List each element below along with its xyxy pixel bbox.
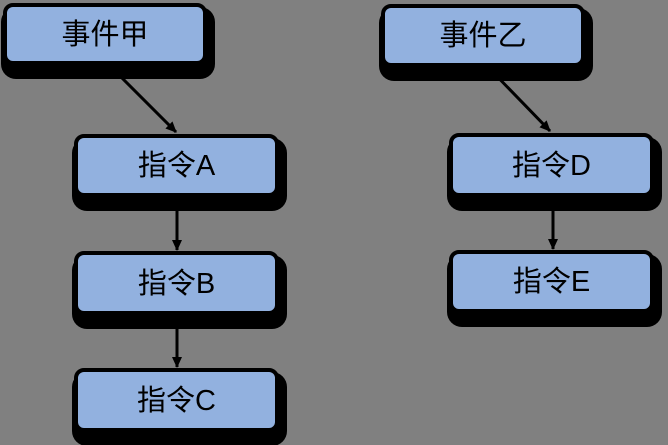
node-command-a-label: 指令A	[137, 150, 216, 182]
node-command-e: 指令E	[449, 250, 654, 313]
node-event-1: 事件甲	[3, 3, 207, 65]
node-command-c-label: 指令C	[137, 384, 216, 417]
node-command-c: 指令C	[74, 368, 279, 432]
node-command-d: 指令D	[449, 133, 654, 197]
arrow-event-2-to-command-d	[484, 63, 552, 133]
node-command-b-label: 指令B	[137, 267, 216, 300]
node-command-b: 指令B	[74, 251, 279, 315]
node-command-a: 指令A	[74, 134, 279, 197]
node-command-d-label: 指令D	[512, 149, 591, 182]
node-command-e-label: 指令E	[512, 266, 591, 298]
arrow-event-1-to-command-a	[106, 62, 178, 134]
node-event-2-label: 事件乙	[439, 20, 527, 52]
edge-layer	[106, 62, 558, 368]
node-event-1-label: 事件甲	[61, 18, 149, 51]
node-event-2: 事件乙	[381, 4, 585, 67]
